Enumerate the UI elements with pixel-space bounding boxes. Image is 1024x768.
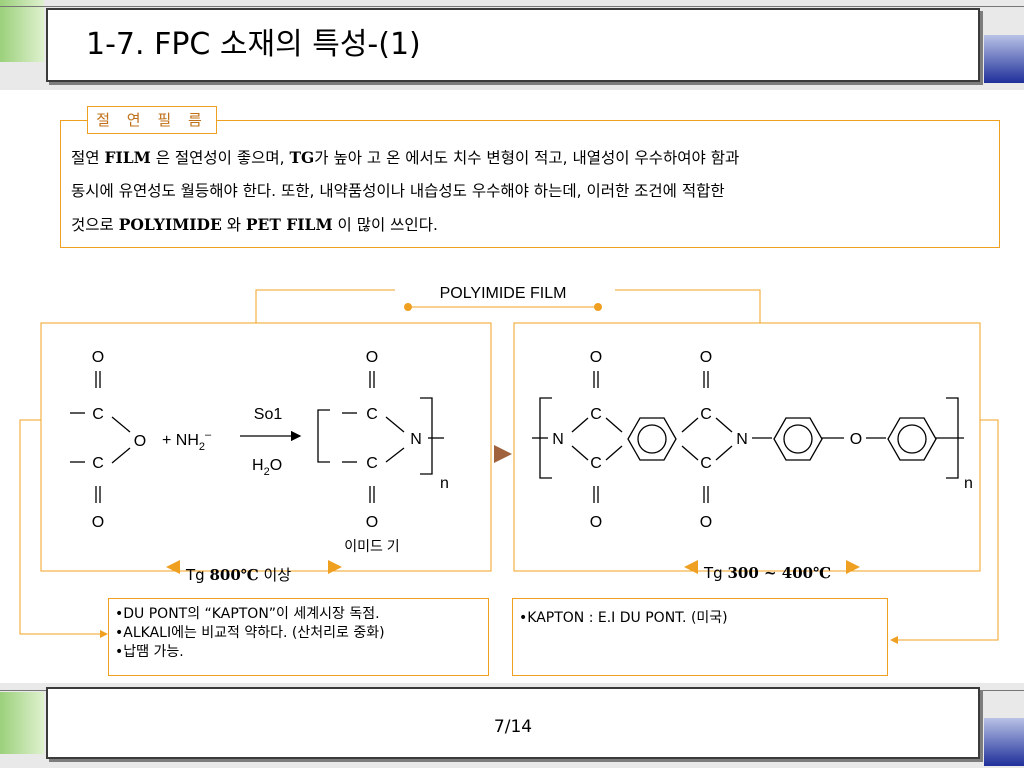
imide-product: O C N C O n — [317, 349, 449, 531]
diagram-title: POLYIMIDE FILM — [440, 285, 567, 302]
header-green-accent — [0, 0, 44, 62]
svg-text:O: O — [92, 349, 104, 366]
footer-blue-accent — [984, 718, 1024, 766]
connector-dot-left — [404, 303, 412, 311]
reaction-condition-bottom: H2O — [252, 457, 282, 478]
svg-text:C: C — [366, 455, 378, 472]
header-rule — [0, 6, 1024, 7]
svg-text:C: C — [590, 455, 602, 472]
reaction-box — [40, 322, 492, 572]
tg-right-arrow-icon — [684, 560, 698, 574]
insulation-description: 절연 FILM 은 절연성이 좋으며, TG가 높아 고 온 에서도 치수 변형… — [71, 141, 991, 242]
svg-text:n: n — [440, 475, 449, 492]
description-line-2: 동시에 유연성도 월등해야 한다. 또한, 내약품성이나 내습성도 우수해야 하… — [71, 182, 725, 200]
section-label: 절 연 필 름 — [87, 106, 217, 134]
tg-left-label: Tg 800℃ 이상 — [186, 566, 292, 584]
svg-text:O: O — [134, 433, 146, 450]
svg-text:C: C — [366, 406, 378, 423]
tg-left-arrow-icon — [166, 560, 180, 574]
svg-text:C: C — [590, 406, 602, 423]
svg-text:O: O — [590, 514, 602, 531]
footer-frame: 7/14 — [46, 687, 980, 759]
right-pointer-icon — [494, 445, 512, 463]
structure-box — [513, 322, 981, 572]
imide-group-label: 이미드 기 — [344, 538, 399, 554]
insulation-film-box: 절연 FILM 은 절연성이 좋으며, TG가 높아 고 온 에서도 치수 변형… — [60, 120, 1000, 248]
kapton-notes-box: •DU PONT의 “KAPTON”이 세계시장 독점. •ALKALI에는 비… — [108, 598, 489, 676]
svg-text:O: O — [700, 514, 712, 531]
header-blue-accent — [984, 35, 1024, 83]
anhydride: O C O C O — [70, 349, 146, 531]
svg-text:N: N — [736, 431, 748, 448]
svg-text:O: O — [590, 349, 602, 366]
note-line-3: •납땜 가능. — [115, 644, 184, 660]
svg-text:O: O — [366, 514, 378, 531]
tg-right-arrow-right-icon — [846, 560, 860, 574]
svg-text:O: O — [700, 349, 712, 366]
svg-text:C: C — [92, 455, 104, 472]
polyimide-repeat-unit: N O C C O O C C O N O — [532, 349, 973, 531]
tg-right-label: Tg 300 ~ 400℃ — [704, 564, 832, 582]
svg-text:C: C — [92, 406, 104, 423]
note-connectors — [19, 419, 999, 644]
svg-text:N: N — [410, 431, 422, 448]
footer-green-accent — [0, 692, 44, 754]
page-title: 1-7. FPC 소재의 특성-(1) — [86, 27, 421, 62]
svg-text:O: O — [850, 431, 862, 448]
tg-left-arrow-right-icon — [328, 560, 342, 574]
description-line-3: 것으로 POLYIMIDE 와 PET FILM 이 많이 쓰인다. — [71, 215, 438, 234]
svg-text:C: C — [700, 455, 712, 472]
note-line-1: •DU PONT의 “KAPTON”이 세계시장 독점. — [115, 606, 380, 622]
manufacturer-notes-box: •KAPTON : E.I DU PONT. (미국) — [512, 598, 888, 676]
note-line-2: •ALKALI에는 비교적 약하다. (산처리로 중화) — [115, 625, 385, 641]
page-number: 7/14 — [493, 717, 533, 737]
description-line-1: 절연 FILM 은 절연성이 좋으며, TG가 높아 고 온 에서도 치수 변형… — [71, 148, 740, 167]
svg-text:n: n — [964, 475, 973, 492]
svg-text:O: O — [92, 514, 104, 531]
title-connector — [255, 289, 761, 323]
title-frame: 1-7. FPC 소재의 특성-(1) — [46, 8, 980, 82]
connector-dot-right — [594, 303, 602, 311]
amine-reagent: + NH2– — [162, 429, 212, 453]
svg-text:C: C — [700, 406, 712, 423]
svg-text:O: O — [366, 349, 378, 366]
reaction-condition-top: So1 — [254, 406, 283, 423]
manufacturer-note: •KAPTON : E.I DU PONT. (미국) — [519, 610, 728, 626]
svg-text:N: N — [552, 431, 564, 448]
